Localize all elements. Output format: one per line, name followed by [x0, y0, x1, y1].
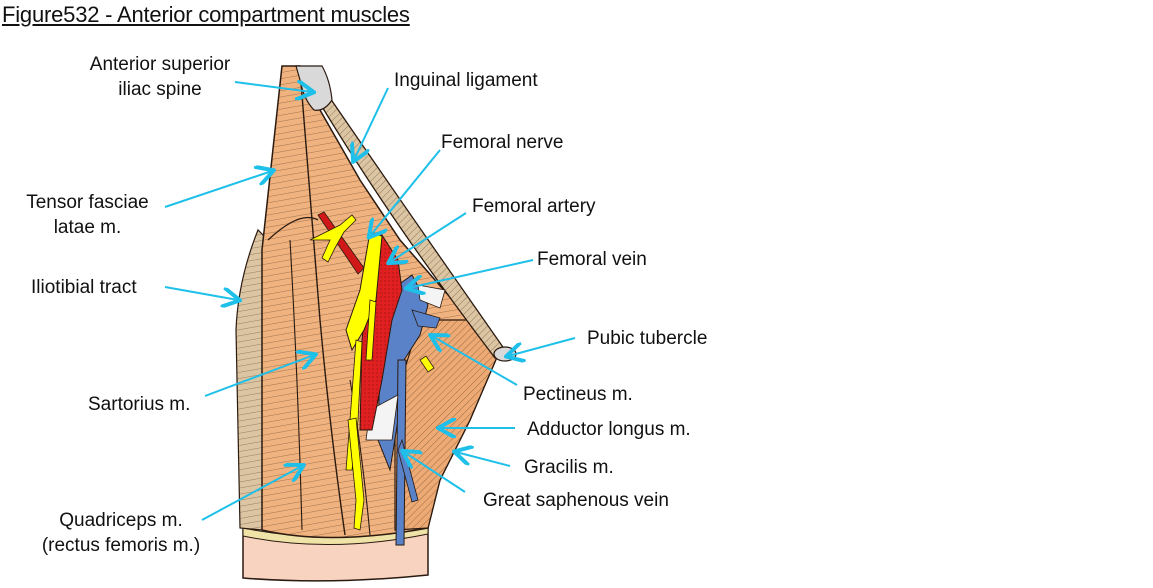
label-asis-line1: Anterior superior: [89, 54, 231, 75]
label-asis-line2: iliac spine: [118, 79, 202, 100]
femoral-nerve-shape: [345, 231, 383, 352]
label-inguinal-ligament: Inguinal ligament: [394, 70, 538, 91]
label-quadriceps-line1: Quadriceps m.: [59, 510, 183, 531]
arrow-pectineus: [432, 336, 518, 386]
label-pubic-tubercle: Pubic tubercle: [587, 328, 708, 349]
arrow-iliotibial-tract: [164, 286, 238, 300]
arrow-sartorius: [204, 355, 314, 397]
label-gracilis: Gracilis m.: [524, 457, 614, 478]
label-anterior-superior-iliac-spine: Anterior superior iliac spine: [70, 52, 250, 102]
label-pectineus: Pectineus m.: [523, 384, 633, 405]
arrow-femoral-artery: [390, 212, 467, 262]
arrow-gracilis: [456, 452, 511, 467]
arrow-asis: [234, 82, 312, 92]
label-iliotibial-tract: Iliotibial tract: [31, 277, 137, 298]
label-femoral-artery: Femoral artery: [472, 196, 596, 217]
arrow-tfl: [164, 171, 272, 208]
label-tensor-fasciae-latae: Tensor fasciae latae m.: [10, 190, 165, 240]
label-femoral-nerve: Femoral nerve: [441, 132, 564, 153]
label-tfl-line2: latae m.: [53, 217, 122, 238]
label-tfl-line1: Tensor fasciae: [26, 192, 149, 213]
label-great-saphenous-vein: Great saphenous vein: [483, 490, 669, 511]
arrow-quadriceps: [201, 466, 302, 521]
arrow-femoral-vein: [408, 259, 534, 288]
arrow-great-saphenous-vein: [404, 452, 466, 493]
label-quadriceps: Quadriceps m. (rectus femoris m.): [26, 508, 216, 558]
arrow-femoral-nerve: [370, 149, 441, 236]
figure-title: Figure532 - Anterior compartment muscles: [2, 2, 410, 27]
label-adductor-longus: Adductor longus m.: [527, 419, 691, 440]
label-quadriceps-line2: (rectus femoris m.): [41, 535, 201, 556]
arrow-pubic-tubercle: [508, 337, 576, 356]
arrow-inguinal-ligament: [354, 87, 389, 160]
label-sartorius: Sartorius m.: [88, 394, 191, 415]
label-femoral-vein: Femoral vein: [537, 249, 647, 270]
